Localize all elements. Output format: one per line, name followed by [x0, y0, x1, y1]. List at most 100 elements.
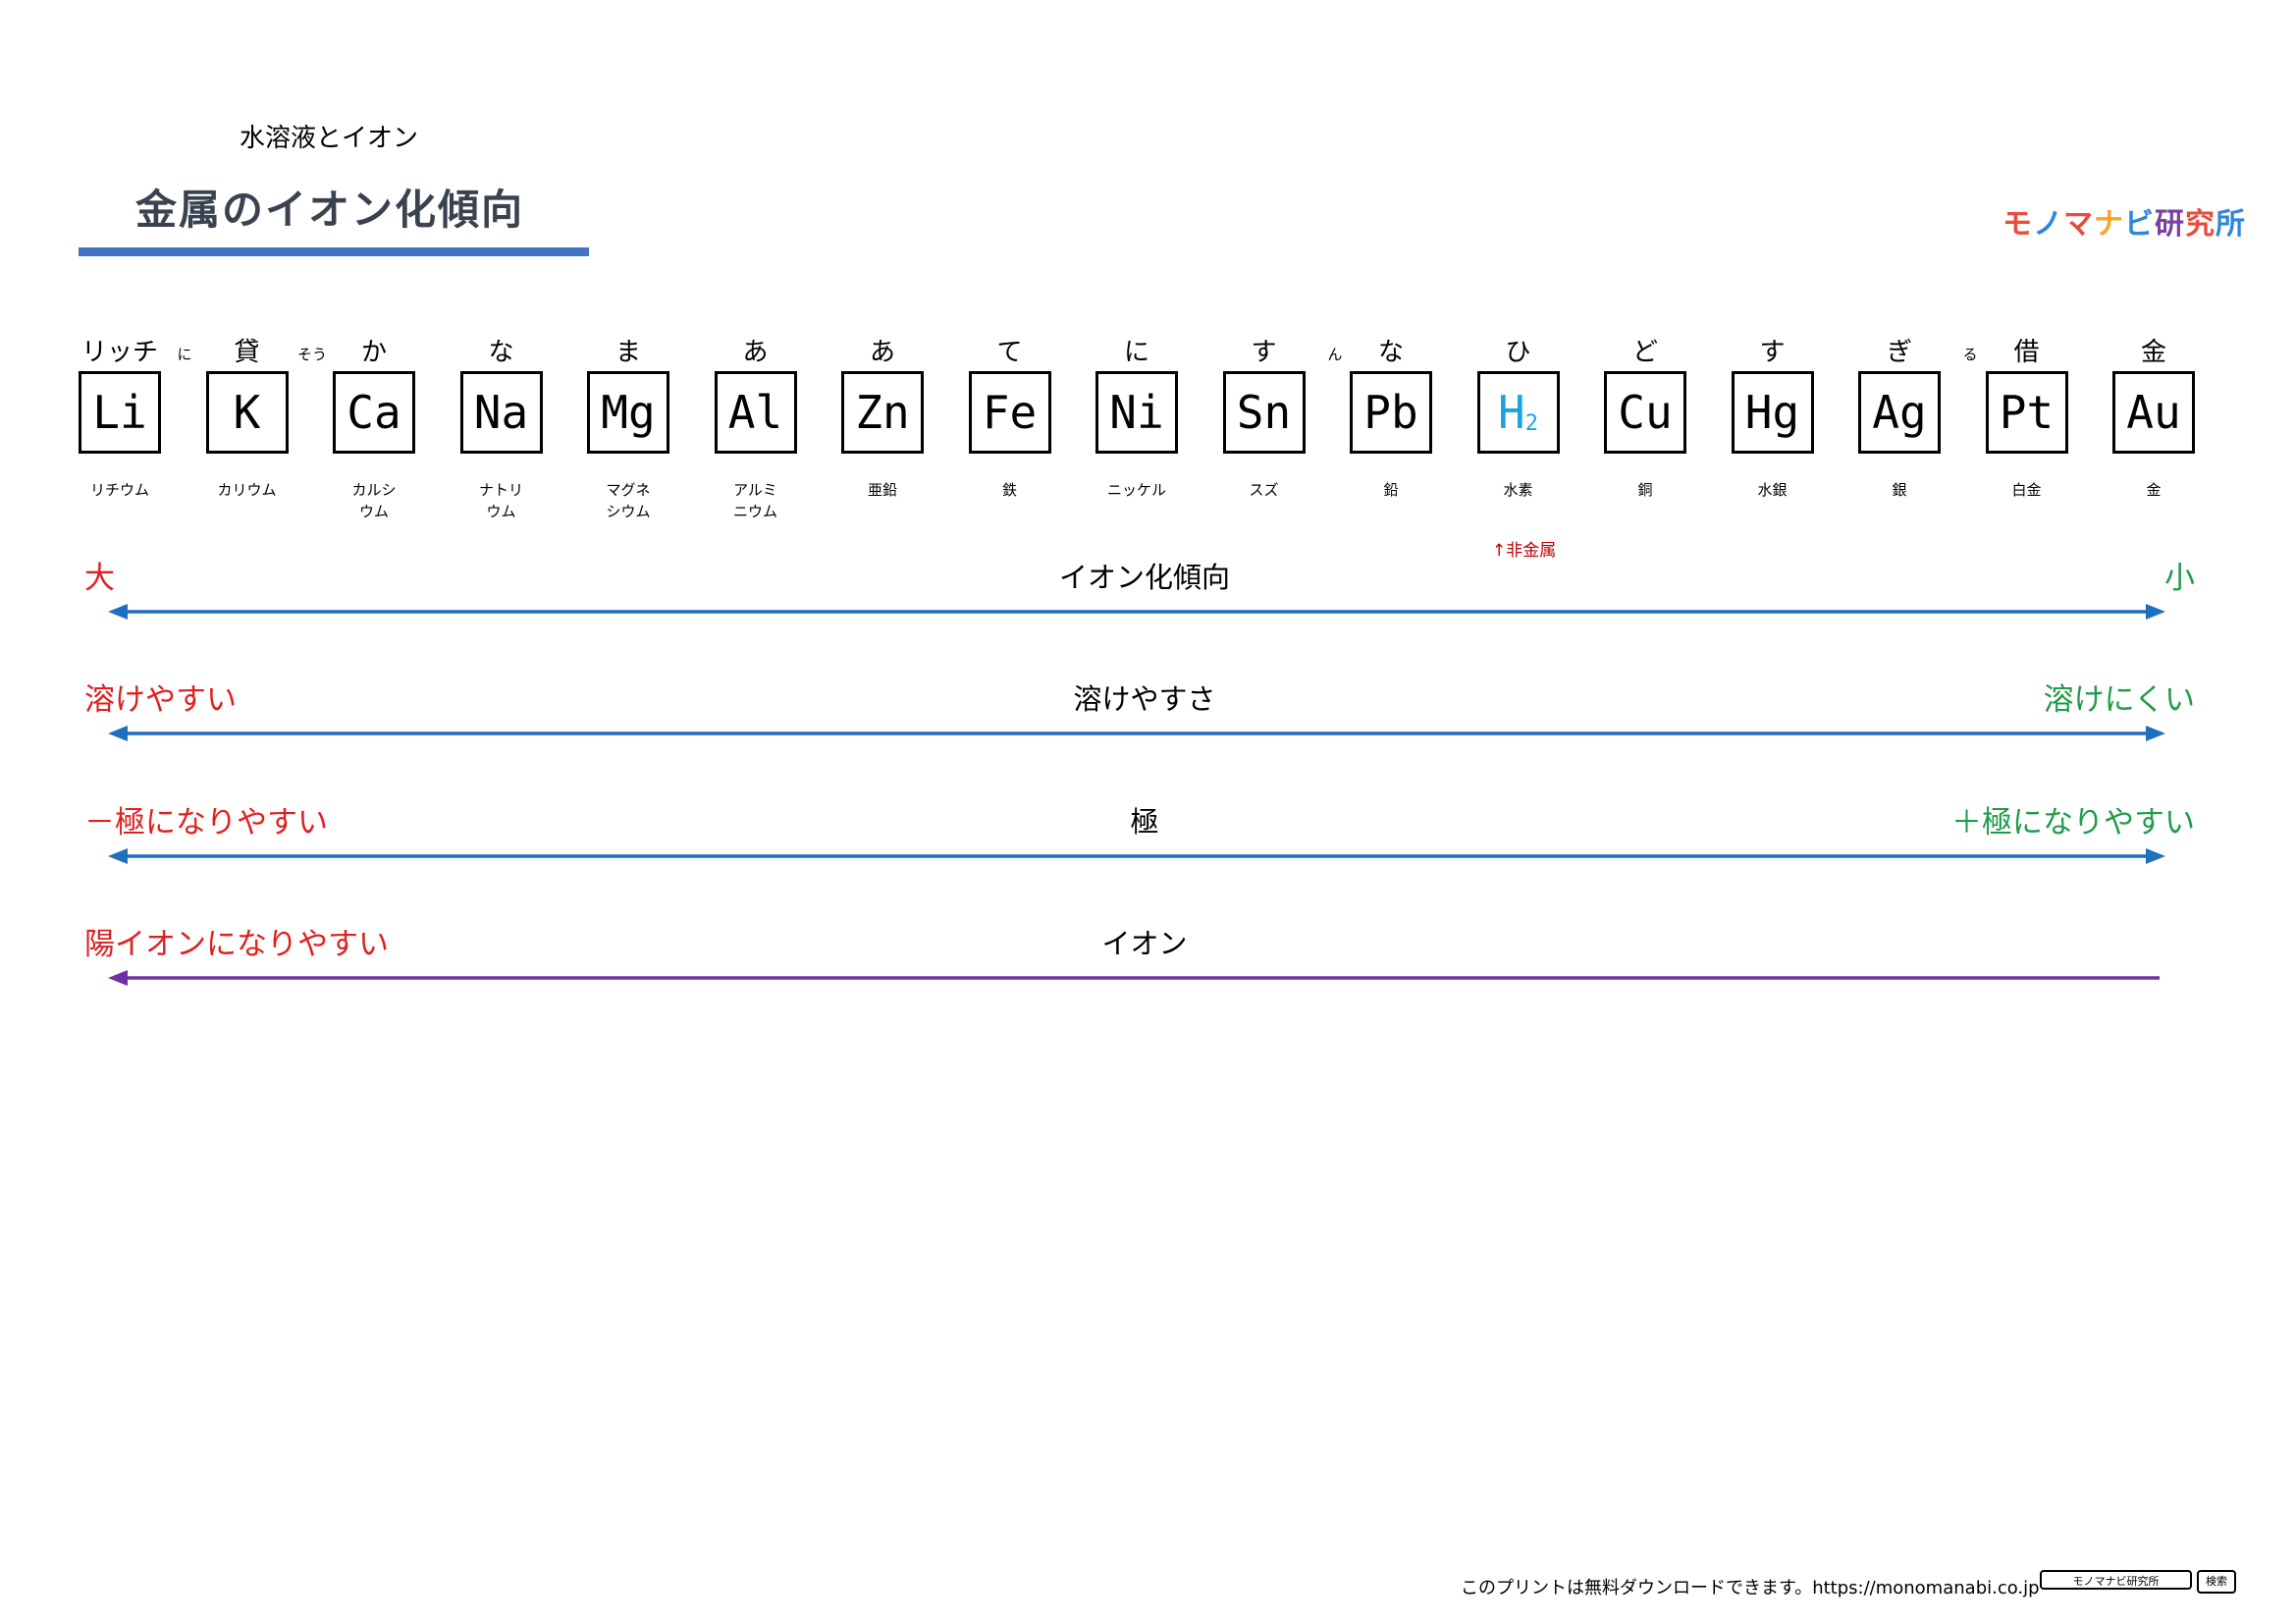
element-box-al: Al — [714, 371, 797, 454]
element-reading: て — [996, 338, 1023, 367]
element-symbol: K — [233, 386, 261, 439]
scale-left-label: －極になりやすい — [84, 805, 328, 840]
scale-arrow — [108, 970, 2160, 986]
element-symbol: Mg — [601, 386, 656, 439]
scale-right-label: 小 — [2164, 561, 2195, 596]
logo-letter: ノ — [2033, 207, 2063, 242]
logo-letter: 究 — [2185, 207, 2216, 242]
element-symbol: Ni — [1109, 386, 1164, 439]
element-reading: あ — [869, 338, 895, 367]
element-box-au: Au — [2112, 371, 2195, 454]
arrowhead-right — [2146, 604, 2165, 620]
element-symbol: Li — [92, 386, 147, 439]
scale-right-label: ＋極になりやすい — [1951, 805, 2195, 840]
element-box-pt: Pt — [1985, 371, 2068, 454]
arrowhead-left — [108, 604, 128, 620]
footer-search-box[interactable]: モノマナビ研究所 — [2040, 1570, 2192, 1590]
logo-letter: 研 — [2155, 207, 2185, 242]
element-name: ナトリウム — [478, 481, 523, 520]
element-box-ni: Ni — [1095, 371, 1178, 454]
element-symbol: H — [1498, 386, 1525, 439]
element-name: カリウム — [217, 481, 277, 499]
arrowhead-left — [108, 970, 128, 986]
element-symbol: Fe — [982, 386, 1038, 439]
scale-arrow — [108, 726, 2165, 741]
footer-download-note: このプリントは無料ダウンロードできます。https://monomanabi.c… — [1461, 1578, 2040, 1598]
element-name: 鉄 — [1001, 481, 1017, 499]
scale-arrow — [108, 848, 2165, 864]
element-symbol: Au — [2126, 386, 2181, 439]
element-reading: 借 — [2013, 338, 2040, 367]
element-name: 水素 — [1503, 481, 1533, 499]
element-reading: か — [360, 338, 387, 367]
element-reading: 金 — [2140, 338, 2166, 367]
between-reading: に — [177, 346, 192, 363]
element-name: マグネシウム — [606, 481, 651, 520]
element-name: ニッケル — [1106, 481, 1166, 499]
between-reading: そう — [296, 346, 327, 363]
page-subtitle: 水溶液とイオン — [240, 124, 419, 153]
element-box-fe: Fe — [968, 371, 1051, 454]
element-symbol: Sn — [1236, 386, 1292, 439]
element-name: 亜鉛 — [867, 481, 897, 499]
element-name: アルミニウム — [732, 481, 777, 520]
scale-right-label: 溶けにくい — [2043, 682, 2195, 718]
element-box-sn: Sn — [1222, 371, 1306, 454]
element-reading: 貸 — [234, 338, 260, 367]
element-reading: す — [1759, 338, 1786, 367]
element-reading: あ — [742, 338, 769, 367]
element-name: スズ — [1249, 481, 1279, 499]
element-box-mg: Mg — [587, 371, 669, 454]
element-name: 白金 — [2011, 481, 2042, 499]
scale-left-label: 大 — [84, 561, 115, 596]
nonmetal-note: ↑非金属 — [1492, 541, 1557, 561]
element-box-pb: Pb — [1350, 371, 1432, 454]
element-name: 銀 — [1892, 481, 1907, 499]
element-symbol: Pt — [1999, 386, 2055, 439]
element-name: カルシウム — [351, 481, 397, 520]
element-box-h: H2 — [1476, 371, 1560, 454]
scale-title: イオン化傾向 — [1058, 561, 1230, 594]
element-name: 鉛 — [1383, 481, 1399, 499]
element-name: 水銀 — [1757, 481, 1788, 499]
scale-left-label: 陽イオンになりやすい — [84, 927, 389, 962]
footer-search-button[interactable]: 検索 — [2197, 1570, 2236, 1594]
element-reading: ひ — [1505, 338, 1531, 367]
element-symbol: Cu — [1618, 386, 1673, 439]
element-name: リチウム — [89, 481, 149, 499]
arrowhead-left — [108, 726, 128, 741]
logo-letter: ナ — [2094, 207, 2124, 242]
element-reading: ど — [1631, 338, 1658, 367]
element-box-li: Li — [79, 371, 161, 454]
element-symbol: Hg — [1744, 386, 1800, 439]
element-reading: ま — [614, 338, 641, 367]
element-box-na: Na — [459, 371, 543, 454]
element-name: 金 — [2146, 481, 2162, 499]
element-box-hg: Hg — [1731, 371, 1814, 454]
element-symbol-subscript: 2 — [1524, 411, 1538, 436]
element-reading: な — [1377, 338, 1404, 367]
logo-letter: ビ — [2124, 207, 2155, 242]
element-reading: ぎ — [1886, 338, 1912, 367]
element-box-zn: Zn — [841, 371, 924, 454]
arrowhead-right — [2146, 848, 2165, 864]
element-symbol: Ca — [347, 386, 401, 439]
element-box-ca: Ca — [333, 371, 415, 454]
scale-title: イオン — [1101, 927, 1188, 960]
element-box-cu: Cu — [1604, 371, 1686, 454]
logo-letter: 所 — [2216, 207, 2246, 242]
site-logo[interactable]: モノマナビ研究所 — [2002, 199, 2246, 243]
element-reading: す — [1251, 338, 1277, 367]
element-box-ag: Ag — [1858, 371, 1941, 454]
element-symbol: Ag — [1872, 386, 1927, 439]
element-symbol: Pb — [1363, 386, 1418, 439]
logo-letter: モ — [2002, 207, 2033, 242]
between-reading: る — [1962, 346, 1978, 363]
element-reading: な — [488, 338, 514, 367]
scale-title: 極 — [1130, 805, 1159, 839]
element-symbol: Al — [727, 386, 783, 439]
element-symbol: Na — [473, 386, 529, 439]
scale-left-label: 溶けやすい — [84, 682, 237, 718]
between-reading: ん — [1327, 346, 1343, 363]
scale-arrow — [108, 604, 2165, 620]
